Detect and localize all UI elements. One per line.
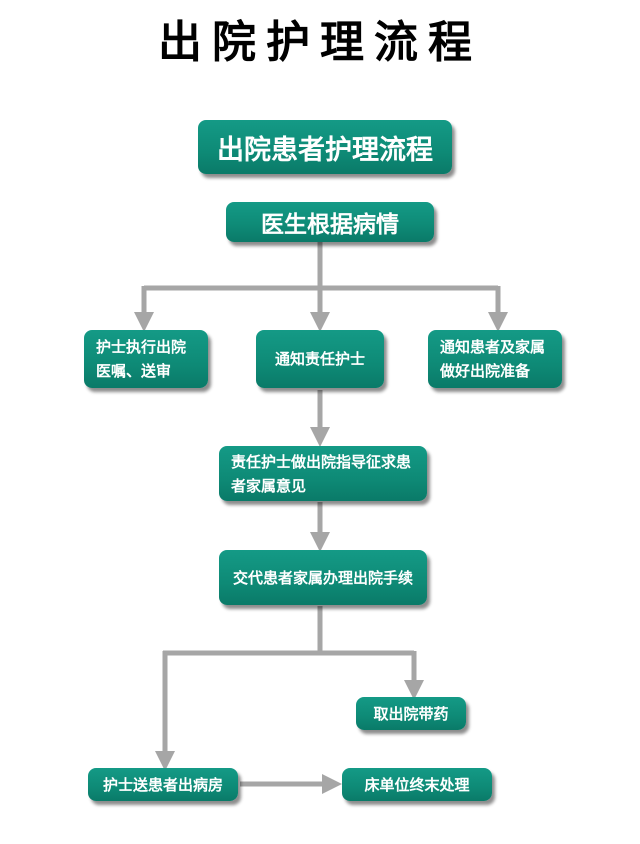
node-notify-family-label: 通知患者及家属做好出院准备 [440, 338, 546, 380]
node-notify-family: 通知患者及家属做好出院准备 [428, 330, 562, 388]
node-medicine-label: 取出院带药 [373, 704, 449, 723]
node-handover: 交代患者家属办理出院手续 [219, 550, 427, 605]
node-notify-nurse-label: 通知责任护士 [274, 350, 365, 368]
node-guidance: 责任护士做出院指导征求患者家属意见 [219, 446, 427, 501]
node-terminal-label: 床单位终末处理 [364, 775, 470, 794]
node-exec-order-label: 护士执行出院医嘱、送审 [96, 338, 187, 380]
node-escort-label: 护士送患者出病房 [102, 775, 223, 794]
node-header: 出院患者护理流程 [198, 120, 452, 174]
page-title: 出院护理流程 [158, 17, 482, 68]
node-terminal: 床单位终末处理 [342, 768, 492, 801]
node-doctor-label: 医生根据病情 [261, 212, 399, 238]
node-header-label: 出院患者护理流程 [217, 134, 433, 166]
node-guidance-label: 责任护士做出院指导征求患者家属意见 [231, 452, 412, 495]
node-doctor: 医生根据病情 [226, 202, 434, 242]
node-handover-label: 交代患者家属办理出院手续 [232, 568, 413, 587]
node-exec-order: 护士执行出院医嘱、送审 [84, 330, 208, 388]
node-notify-nurse: 通知责任护士 [256, 330, 384, 388]
node-medicine: 取出院带药 [356, 697, 466, 730]
node-escort: 护士送患者出病房 [88, 768, 238, 801]
